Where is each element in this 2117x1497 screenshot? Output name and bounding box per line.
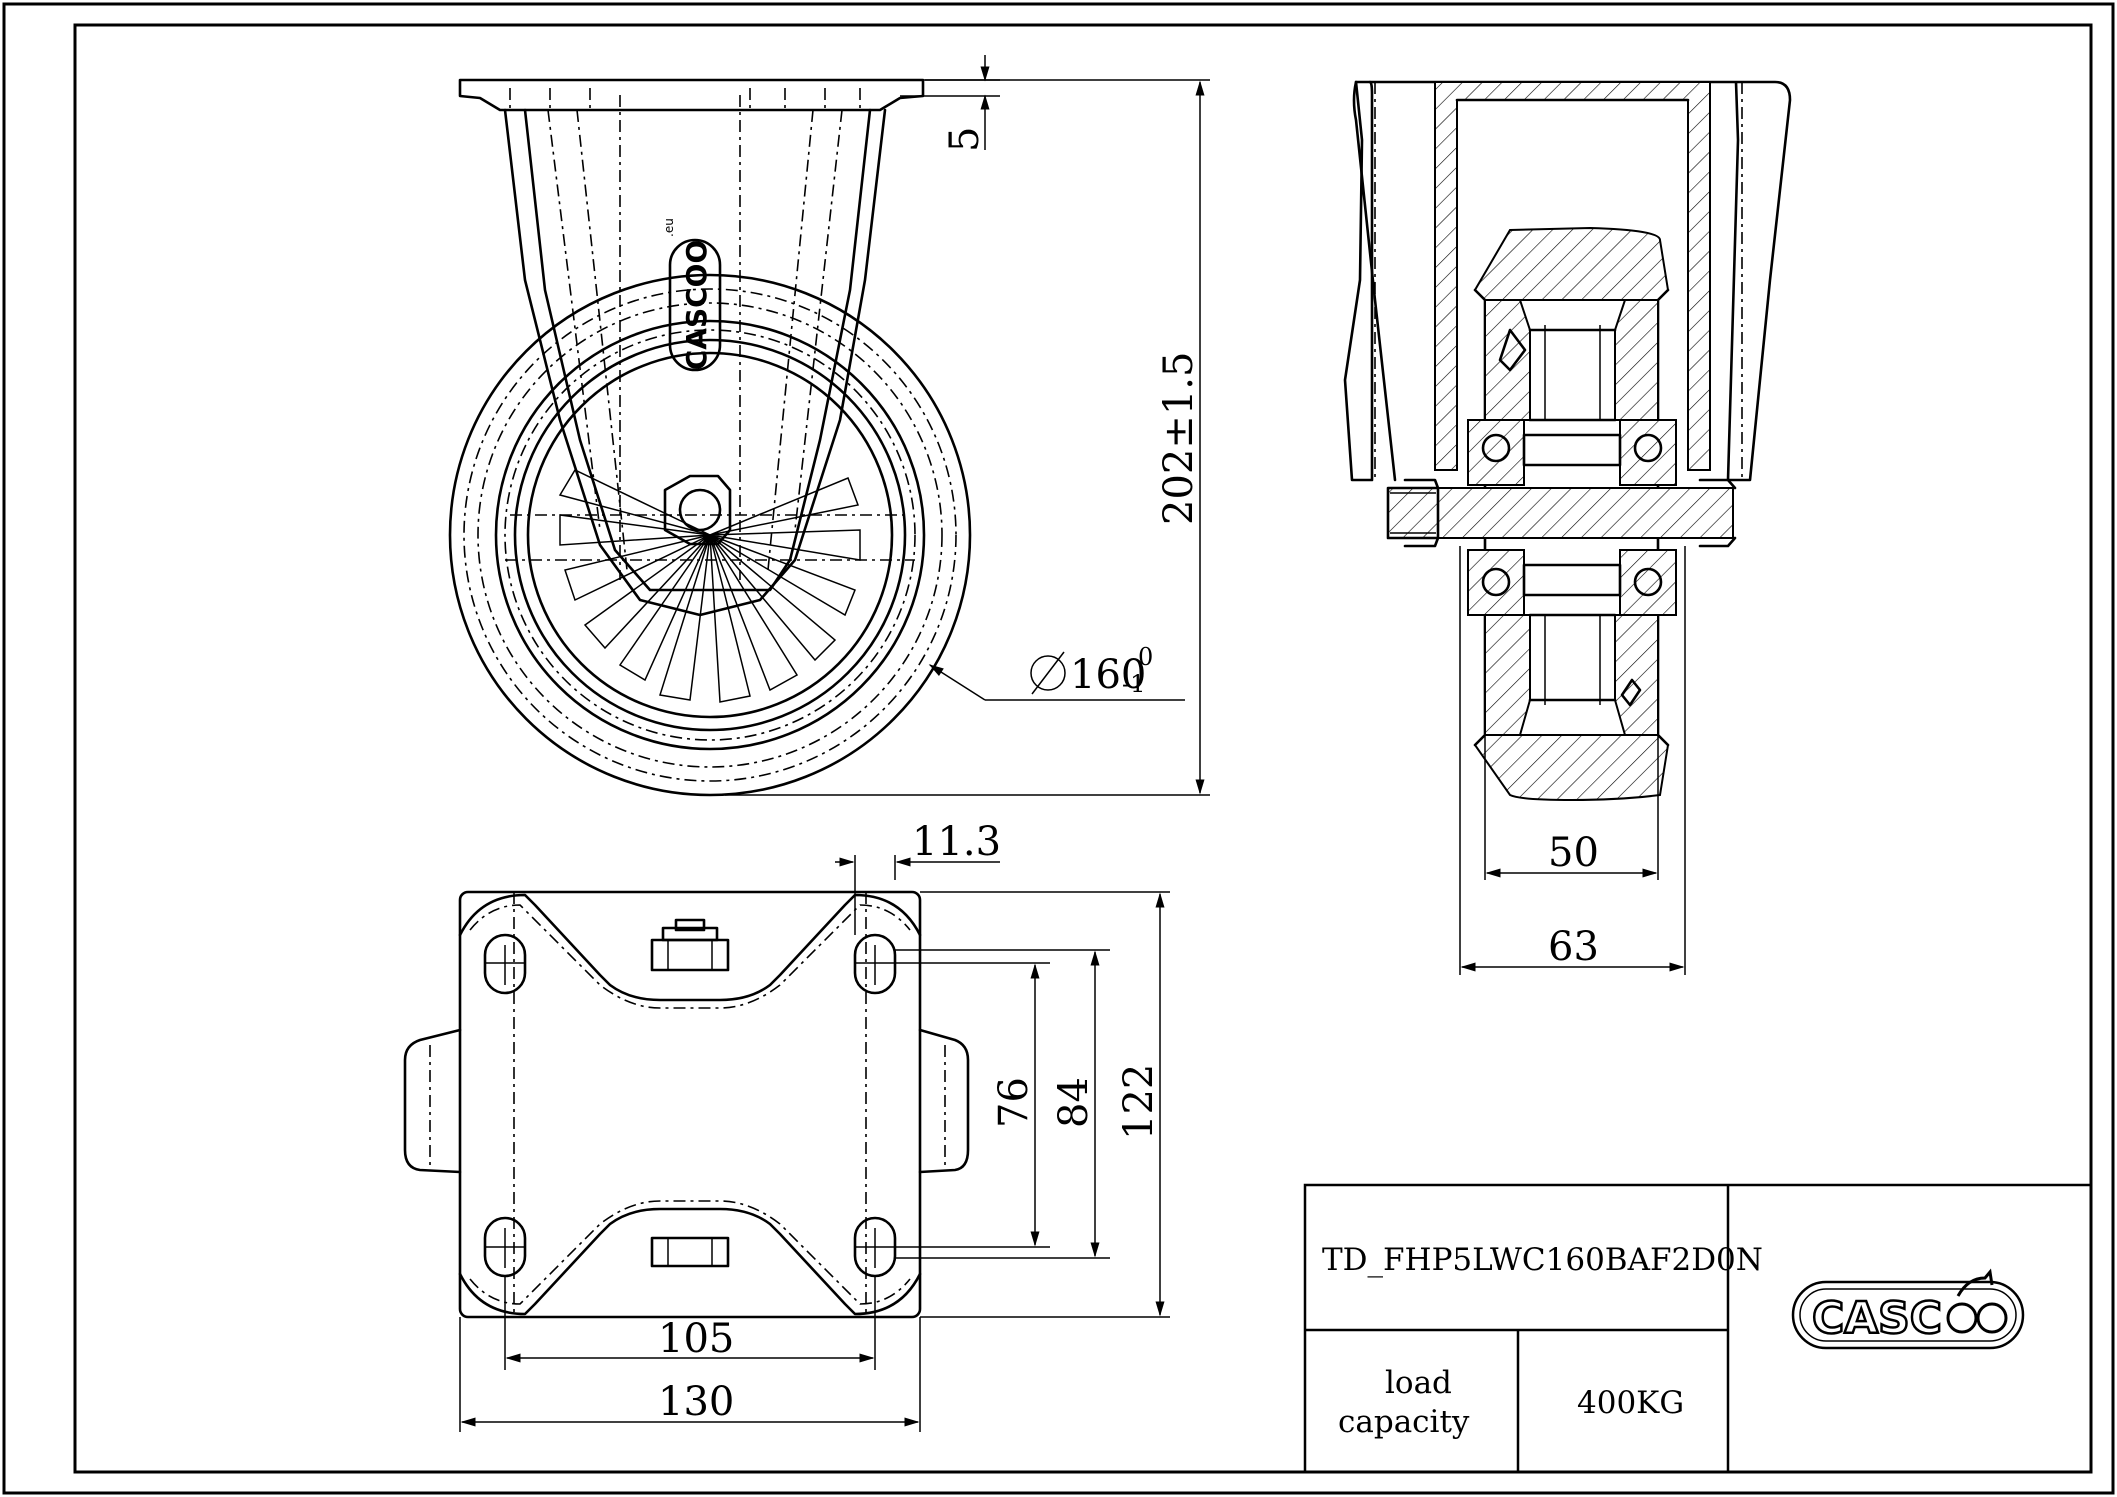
embossed-logo-suffix: .eu — [662, 218, 676, 237]
dim-offset: 11.3 — [912, 819, 1001, 865]
top-view: 11.3 76 84 122 105 130 — [403, 819, 1170, 1432]
dim-wheel-tol-upper: 0 — [1138, 643, 1153, 671]
dim-plate-width: 130 — [658, 1379, 734, 1425]
load-capacity-value: 400KG — [1577, 1385, 1684, 1421]
load-capacity-label-line1: load — [1385, 1365, 1452, 1401]
dim-hole-spacing-x: 105 — [658, 1316, 734, 1362]
dim-wheel-tol-lower: -1 — [1122, 670, 1145, 698]
dim-plate-length: 122 — [1116, 1064, 1162, 1140]
dim-hole-spacing-outer: 84 — [1051, 1077, 1097, 1128]
dim-wheel-diameter: 160 — [1070, 652, 1146, 698]
part-number: TD_FHP5LWC160BAF2D0N — [1322, 1242, 1763, 1278]
dim-overall-height: 202±1.5 — [1156, 352, 1202, 525]
side-view: 50 63 — [1343, 80, 1792, 975]
inner-border — [73, 23, 2093, 1474]
load-capacity-label-line2: capacity — [1338, 1404, 1470, 1440]
embossed-logo: CASCOO .eu — [662, 218, 722, 372]
front-view: CASCOO .eu 5 202±1.5 160 0 -1 — [448, 55, 1210, 797]
dim-bracket-width: 63 — [1548, 924, 1599, 970]
brand-logo: CASC — [1791, 1268, 2025, 1350]
title-block: TD_FHP5LWC160BAF2D0N load capacity 400KG… — [1303, 1183, 2093, 1474]
brand-logo-text: CASC — [1812, 1293, 1942, 1344]
embossed-logo-text: CASCOO — [680, 240, 713, 371]
dim-hole-spacing-inner: 76 — [991, 1077, 1037, 1128]
dim-plate-thickness: 5 — [942, 127, 988, 152]
dim-wheel-width: 50 — [1548, 830, 1599, 876]
